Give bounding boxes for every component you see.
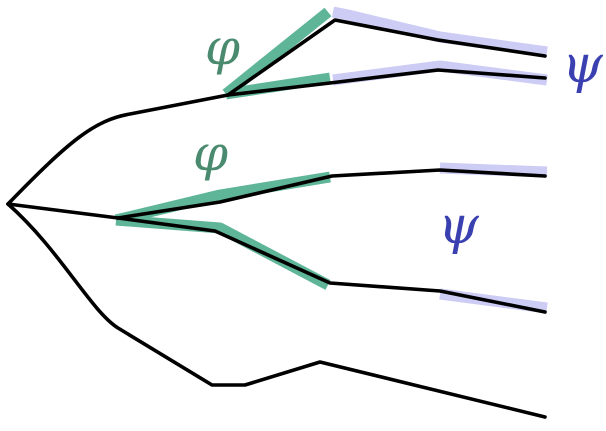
branch-middle-upper [116,168,547,220]
branch-top-trunk [6,93,230,206]
psi-highlight-top-upper [331,6,548,58]
branch-top-upper [226,18,547,97]
branch-top-lower [226,68,547,97]
branch-lines [6,18,547,419]
phi-label-middle: φ [193,124,228,182]
psi-label-top: ψ [562,35,604,95]
branch-middle-trunk [6,202,120,220]
phi-highlight-middle-lower [115,214,331,290]
psi-highlights [331,6,548,314]
phi-label-top: φ [205,18,240,76]
psi-label-middle: ψ [438,196,480,256]
branch-middle-lower [116,216,547,314]
branch-bottom [6,202,547,419]
phi-highlight-top-lower [225,72,331,100]
psi-highlight-middle-upper [439,162,548,178]
phi-highlight-top-upper [222,7,332,99]
